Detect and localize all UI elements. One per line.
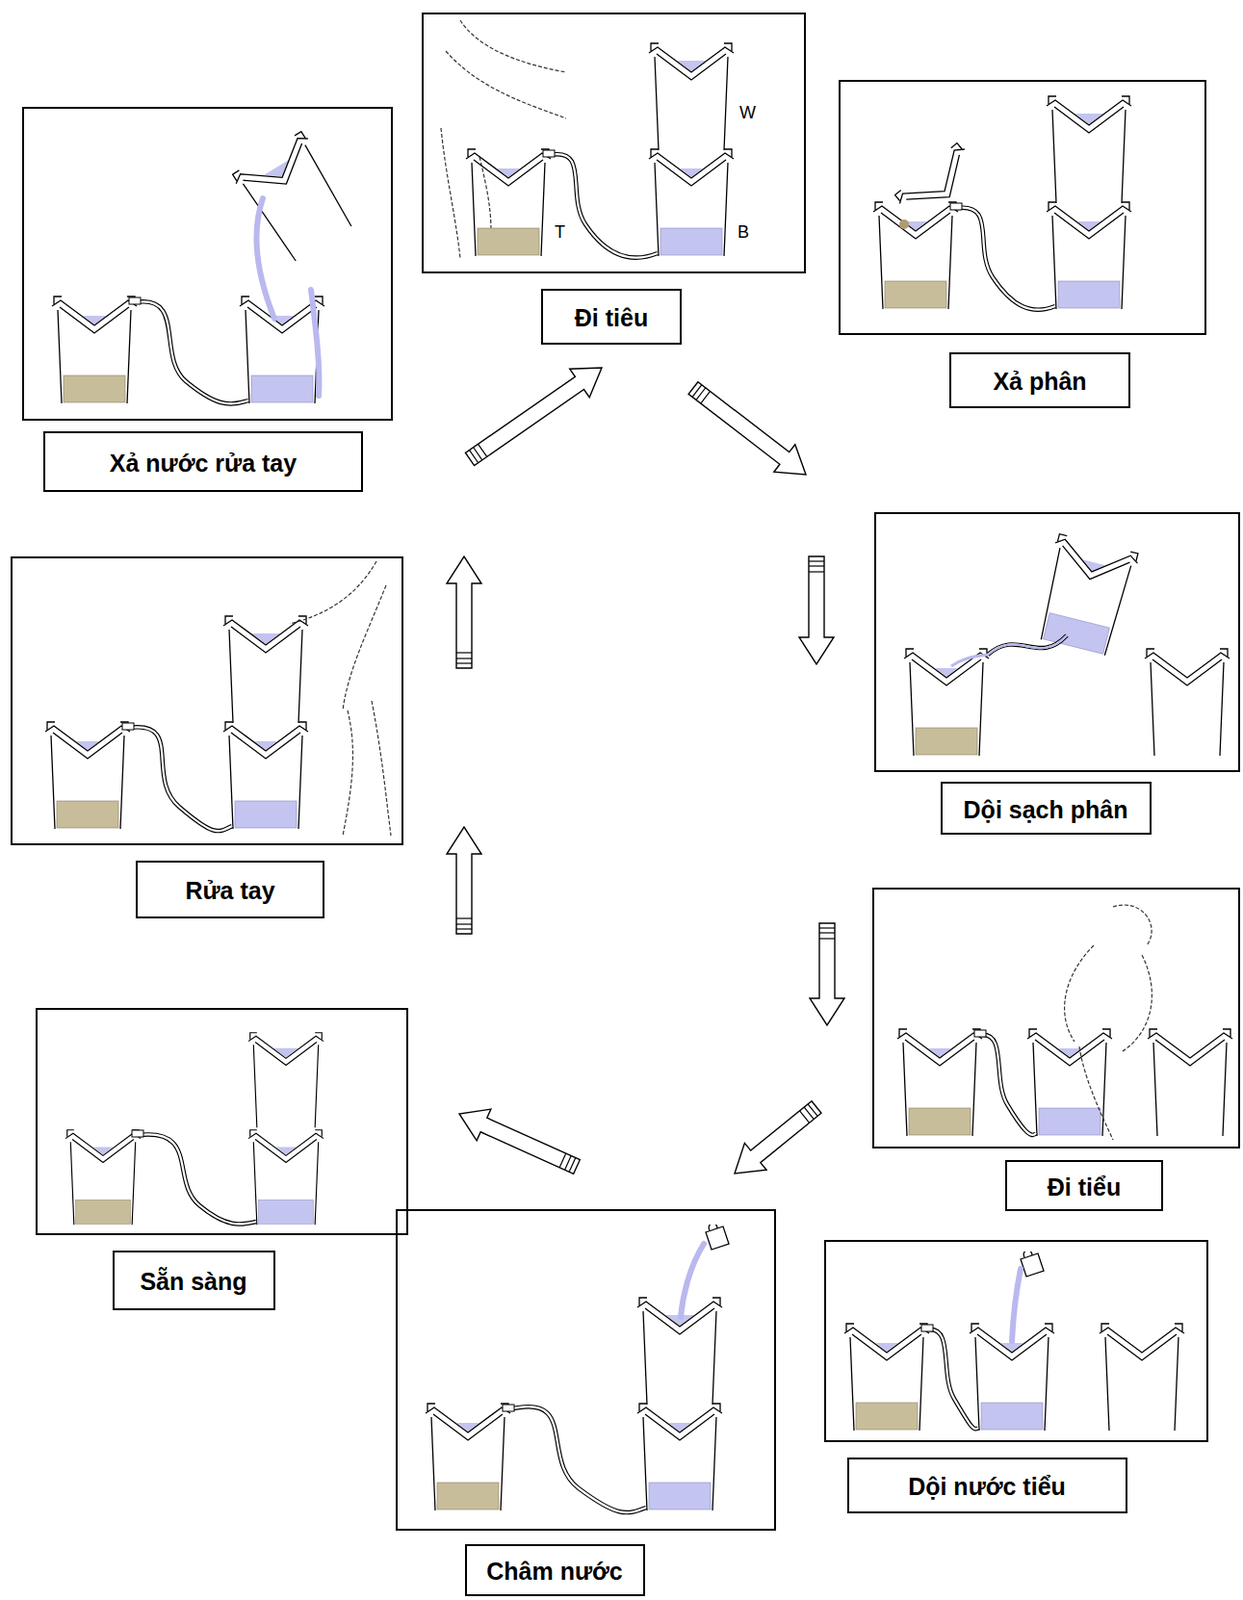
- flow-arrow: [688, 382, 806, 475]
- step-label: Xả nước rửa tay: [109, 448, 297, 478]
- part-letter: B: [737, 223, 750, 241]
- part-letter: W: [739, 103, 756, 122]
- step-label: Đi tiểu: [1047, 1172, 1121, 1202]
- panel-art: [65, 1033, 324, 1225]
- step-label: Dội sạch phân: [963, 795, 1129, 825]
- step-label-box: Châm nước: [465, 1544, 646, 1597]
- step-panel: Dội nước tiểu: [824, 1240, 1209, 1443]
- flow-arrow: [465, 367, 602, 467]
- step-label: Sẵn sàng: [139, 1267, 247, 1296]
- flow-arrow: [459, 1109, 580, 1174]
- flow-arrow: [809, 923, 845, 1026]
- flow-arrow: [446, 556, 482, 669]
- flow-arrow: [799, 556, 834, 665]
- step-label-box: Đi tiểu: [1005, 1160, 1164, 1212]
- panel-art: [844, 1250, 1185, 1431]
- panel-art: [51, 130, 360, 405]
- step-label-box: Sẵn sàng: [112, 1250, 276, 1311]
- panel-art: [873, 96, 1132, 311]
- step-label-box: Đi tiêu: [541, 288, 682, 345]
- panel-art: [897, 905, 1233, 1140]
- step-label: Châm nước: [486, 1556, 622, 1586]
- flow-arrow: [446, 827, 482, 934]
- panel-art: [45, 561, 391, 836]
- step-panel: Dội sạch phân: [874, 512, 1241, 773]
- step-panel: Châm nước: [395, 1209, 777, 1531]
- panel-art: [904, 533, 1230, 756]
- step-label: Xả phân: [992, 366, 1087, 396]
- step-label-box: Rửa tay: [135, 860, 325, 919]
- step-panel: Đi tiểu: [872, 887, 1241, 1149]
- step-label-box: Xả phân: [949, 352, 1131, 409]
- step-label-box: Dội nước tiểu: [847, 1457, 1128, 1514]
- step-label: Đi tiêu: [574, 303, 648, 333]
- panel-art: [440, 20, 734, 259]
- step-panel: Xả nước rửa tay: [22, 106, 393, 421]
- step-label-box: Dội sạch phân: [940, 781, 1152, 835]
- flow-arrow: [734, 1101, 822, 1174]
- step-label: Rửa tay: [184, 876, 275, 906]
- step-panel: Sẵn sàng: [35, 1008, 409, 1236]
- panel-art: [425, 1223, 729, 1513]
- step-label-box: Xả nước rửa tay: [43, 431, 363, 493]
- step-label: Dội nước tiểu: [907, 1472, 1066, 1502]
- step-panel: Xả phân: [838, 79, 1207, 336]
- part-letter: T: [554, 223, 566, 241]
- step-panel: Rửa tay: [10, 556, 404, 846]
